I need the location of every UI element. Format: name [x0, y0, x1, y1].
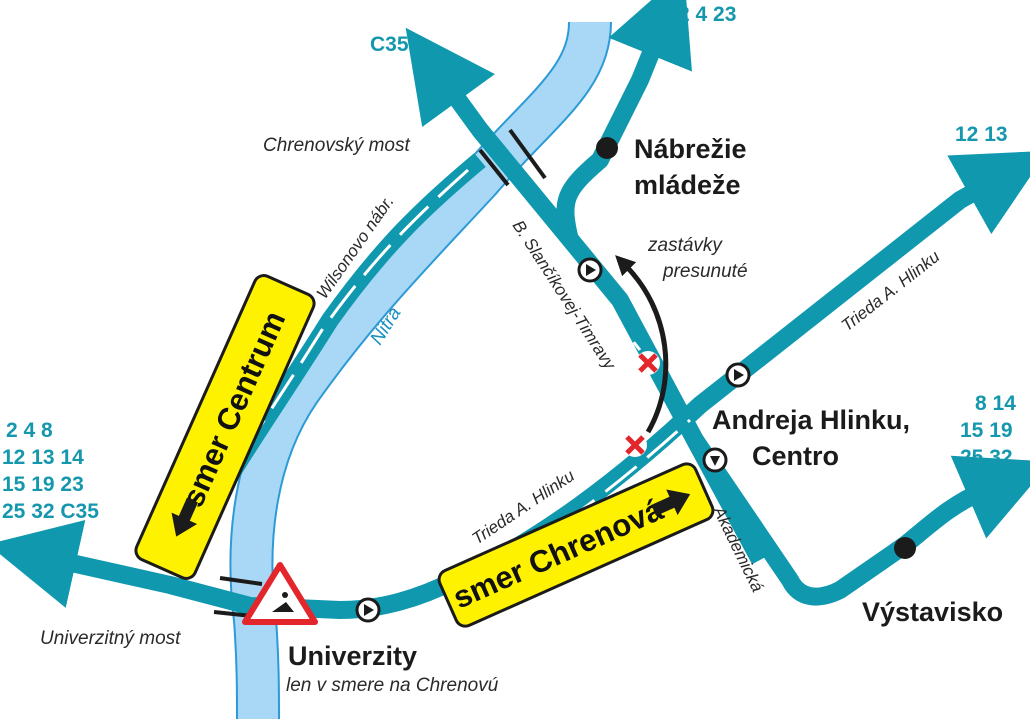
roadworks-icon: [242, 562, 318, 625]
route-nabrezie: [556, 0, 692, 243]
stop-nabrezie-line1: Nábrežie: [634, 134, 747, 164]
routes-left-1: 2 4 8: [6, 419, 53, 442]
stop-vystavisko: Výstavisko: [862, 597, 1003, 627]
label-univerzitny-most: Univerzitný most: [40, 628, 181, 649]
moved-stops-arrow: [615, 255, 669, 434]
stop-hlinku-line2: Centro: [752, 441, 839, 471]
arrow-icon: [171, 497, 198, 537]
routes-right-upper: 12 13: [955, 123, 1008, 146]
routes-left-4: 25 32 C35: [2, 500, 99, 523]
closed-stop-icon: [623, 433, 647, 457]
stop-names: Nábrežie mládeže Andreja Hlinku, Centro …: [286, 134, 1003, 696]
stop-univerzity: Univerzity: [288, 641, 417, 671]
stop-markers: [355, 137, 916, 623]
routes-left-3: 15 19 23: [2, 473, 84, 496]
stop-hlinku-line1: Andreja Hlinku,: [712, 405, 910, 435]
routes-right-lower-1: 8 14: [975, 392, 1016, 415]
routes-right-lower-3: 25 32: [960, 446, 1013, 469]
stop-direction-icon: [355, 597, 381, 623]
stop-direction-icon: [725, 362, 751, 388]
stop-direction-icon: [702, 447, 728, 473]
stop-dot-vystavisko: [894, 537, 916, 559]
routes-top-right: 2 4 23: [678, 3, 736, 26]
route-univerzity: [0, 520, 460, 619]
bridges: [213, 128, 547, 618]
arrow-icon: [651, 489, 691, 516]
stop-dot-nabrezie: [596, 137, 618, 159]
closed-stop-icon: [636, 351, 660, 375]
routes-left-2: 12 13 14: [2, 446, 84, 469]
notice-line2: presunuté: [662, 261, 748, 282]
stop-univerzity-note: len v smere na Chrenovú: [286, 675, 499, 696]
routes-top-left: C35: [370, 33, 409, 56]
route-vystavisko: [687, 434, 1030, 606]
stop-nabrezie-line2: mládeže: [634, 170, 741, 200]
notice-line1: zastávky: [647, 235, 723, 256]
label-chrenovsky-most: Chrenovský most: [263, 135, 410, 156]
stop-direction-icon: [577, 257, 603, 283]
routes-right-lower-2: 15 19: [960, 419, 1013, 442]
route-numbers: C35 2 4 23 12 13 8 14 15 19 25 32 2 4 8 …: [2, 3, 1016, 523]
